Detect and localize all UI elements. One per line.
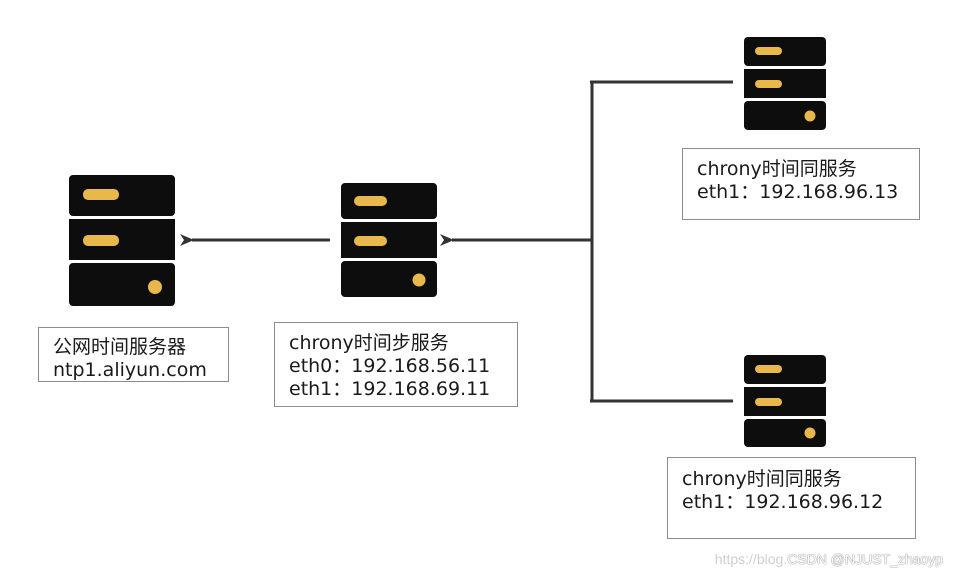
watermark-url: https://blog. bbox=[714, 551, 788, 567]
label-sync-server-name: chrony时间步服务 bbox=[289, 332, 449, 354]
label-client-bottom: chrony时间同服务 eth1：192.168.96.12 bbox=[667, 457, 916, 539]
watermark-text: CSDN @NJUST_zhaoyp bbox=[787, 551, 943, 567]
label-client-bottom-name: chrony时间同服务 bbox=[682, 468, 842, 490]
watermark: https://blog.CSDN @NJUST_zhaoyp bbox=[715, 551, 943, 567]
label-client-top-eth1: eth1：192.168.96.13 bbox=[697, 181, 899, 203]
label-sync-server-eth1: eth1：192.168.69.11 bbox=[289, 378, 491, 400]
server-icon-client-top bbox=[744, 37, 826, 130]
label-sync-server-eth0: eth0：192.168.56.11 bbox=[289, 355, 491, 377]
label-client-top: chrony时间同服务 eth1：192.168.96.13 bbox=[682, 148, 920, 220]
label-public-ntp-host: ntp1.aliyun.com bbox=[53, 359, 207, 381]
label-sync-server: chrony时间步服务 eth0：192.168.56.11 eth1：192.… bbox=[274, 322, 518, 407]
server-icon-client-bottom bbox=[744, 355, 826, 447]
label-public-ntp: 公网时间服务器 ntp1.aliyun.com bbox=[38, 327, 229, 382]
label-client-top-name: chrony时间同服务 bbox=[697, 158, 857, 180]
server-icon-sync bbox=[341, 183, 437, 297]
label-client-bottom-eth1: eth1：192.168.96.12 bbox=[682, 491, 884, 513]
server-icon-public bbox=[69, 175, 175, 306]
label-public-ntp-name: 公网时间服务器 bbox=[53, 336, 187, 358]
